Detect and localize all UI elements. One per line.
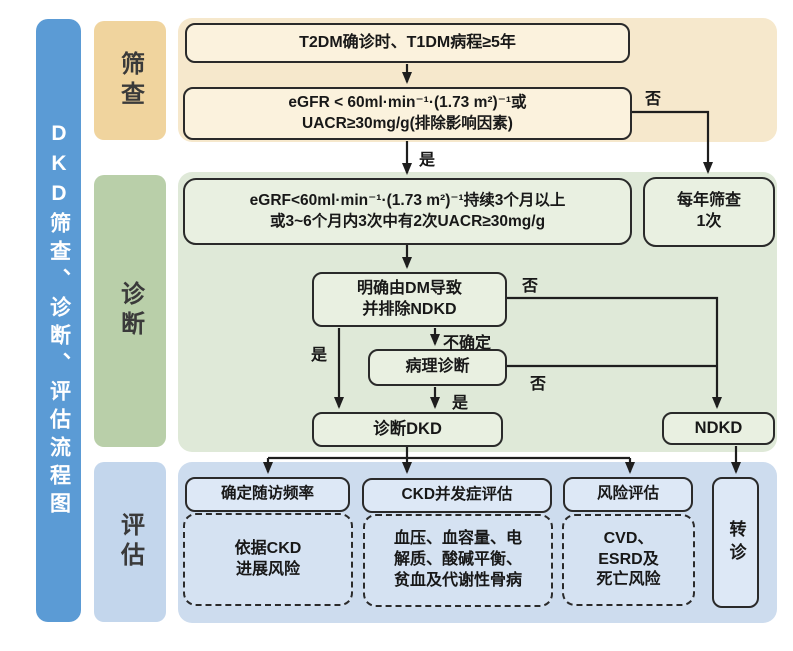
edge-label-dm-yes: 是 [311, 347, 328, 364]
node-persistence-test: eGRF<60ml·min⁻¹·(1.73 m²)⁻¹持续3个月以上 或3~6个… [183, 178, 632, 245]
node-risk-detail: CVD、 ESRD及 死亡风险 [562, 514, 695, 606]
edge-label-pathology-yes: 是 [452, 395, 469, 412]
node-complication-title: CKD并发症评估 [362, 478, 552, 513]
node-ndkd: NDKD [662, 412, 775, 445]
node-complication-detail: 血压、血容量、电 解质、酸碱平衡、 贫血及代谢性骨病 [363, 514, 553, 607]
stage-label-screening: 筛查 [94, 21, 166, 140]
node-annual-screening: 每年筛查 1次 [643, 177, 775, 247]
edge-label-uncertain: 不确定 [443, 335, 492, 352]
node-followup-title: 确定随访频率 [185, 477, 350, 512]
edge-label-dm-no: 否 [522, 278, 539, 295]
node-risk-title: 风险评估 [563, 477, 693, 512]
edge-label-screen-no: 否 [645, 91, 662, 108]
sidebar-title: DKD筛查、诊断、评估流程图 [36, 19, 81, 622]
node-screening-test: eGFR < 60ml·min⁻¹·(1.73 m²)⁻¹或 UACR≥30mg… [183, 87, 632, 140]
stage-label-evaluation: 评估 [94, 462, 166, 622]
stage-label-diagnosis: 诊断 [94, 175, 166, 447]
node-entry-criteria: T2DM确诊时、T1DM病程≥5年 [185, 23, 630, 63]
node-followup-detail: 依据CKD 进展风险 [183, 513, 353, 606]
node-pathology-diagnosis: 病理诊断 [368, 349, 507, 386]
node-diagnose-dkd: 诊断DKD [312, 412, 503, 447]
edge-label-screen-yes: 是 [419, 152, 436, 169]
edge-label-pathology-no: 否 [530, 376, 547, 393]
node-dm-cause: 明确由DM导致 并排除NDKD [312, 272, 507, 327]
node-referral: 转诊 [712, 477, 759, 608]
